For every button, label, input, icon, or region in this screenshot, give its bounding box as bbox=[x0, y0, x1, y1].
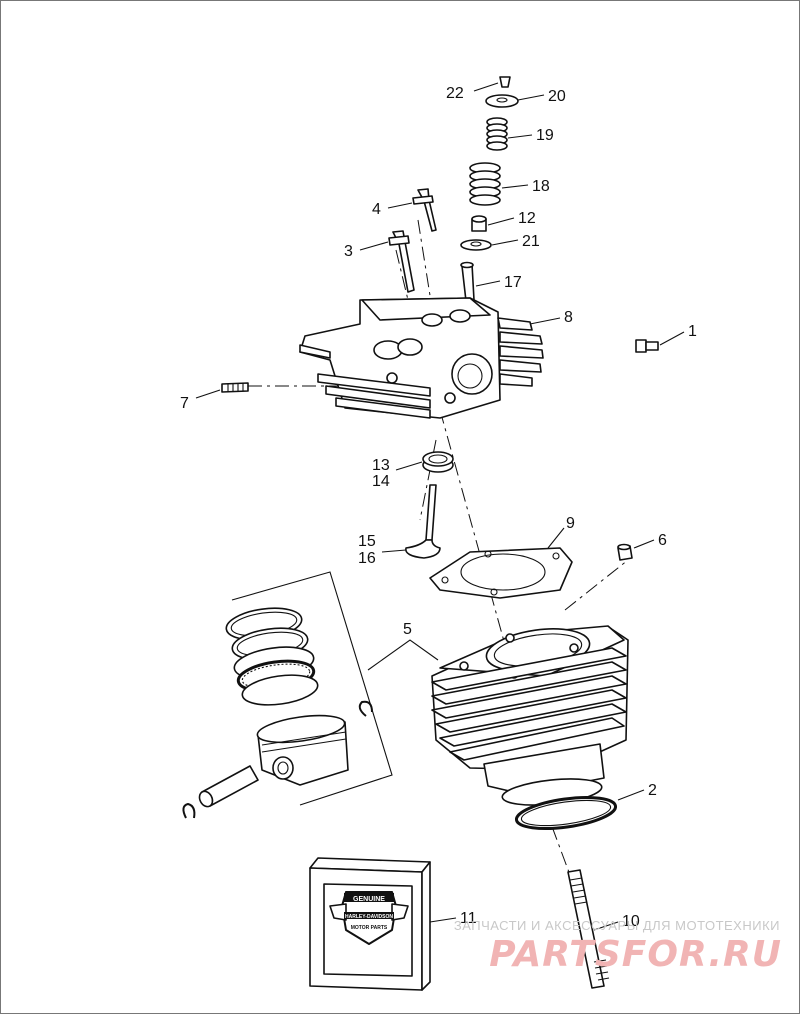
watermark: ЗАПЧАСТИ И АКСЕССУАРЫ ДЛЯ МОТОТЕХНИКИ PA… bbox=[454, 918, 782, 975]
part-3-valve bbox=[388, 230, 415, 293]
badge-top-text: GENUINE bbox=[353, 896, 385, 903]
part-21-spring-seat bbox=[460, 239, 492, 251]
part-2-o-ring bbox=[514, 795, 618, 831]
part-4-valve bbox=[412, 188, 437, 232]
part-10-stud bbox=[567, 869, 610, 989]
watermark-tagline: ЗАПЧАСТИ И АКСЕССУАРЫ ДЛЯ МОТОТЕХНИКИ bbox=[454, 918, 780, 933]
part-5-piston-kit bbox=[182, 571, 393, 819]
callout-8: 8 bbox=[564, 309, 573, 326]
callout-16: 16 bbox=[358, 550, 376, 567]
callout-10: 10 bbox=[622, 913, 640, 930]
part-6-dowel bbox=[617, 543, 633, 561]
part-13-14-valve-seat bbox=[422, 451, 454, 473]
part-22-valve-key bbox=[499, 76, 511, 88]
callout-18: 18 bbox=[532, 178, 550, 195]
part-12-valve-seal bbox=[471, 215, 487, 232]
part-17-valve-guide bbox=[460, 261, 475, 302]
badge-bottom-text: MOTOR PARTS bbox=[351, 925, 388, 931]
callout-7: 7 bbox=[180, 395, 189, 412]
part-1-bolt bbox=[635, 339, 659, 353]
callout-14: 14 bbox=[372, 473, 390, 490]
callout-17: 17 bbox=[504, 274, 522, 291]
callout-12: 12 bbox=[518, 210, 536, 227]
leader-lines bbox=[195, 82, 685, 931]
part-20-spring-retainer bbox=[485, 94, 519, 108]
badge-brand-text: HARLEY-DAVIDSON bbox=[345, 914, 393, 920]
callout-19: 19 bbox=[536, 127, 554, 144]
callout-13: 13 bbox=[372, 457, 390, 474]
callout-15: 15 bbox=[358, 533, 376, 550]
callout-22: 22 bbox=[446, 85, 464, 102]
callout-6: 6 bbox=[658, 532, 667, 549]
callout-9: 9 bbox=[566, 515, 575, 532]
watermark-brand: PARTSFOR.RU bbox=[489, 934, 782, 975]
cylinder bbox=[431, 625, 629, 806]
callout-1: 1 bbox=[688, 323, 697, 340]
part-18-outer-valve-spring bbox=[469, 162, 501, 206]
callout-labels: 22 20 19 18 4 12 3 21 17 8 1 7 13 14 9 1… bbox=[180, 85, 697, 930]
callout-20: 20 bbox=[548, 88, 566, 105]
part-8-cylinder-head bbox=[299, 297, 544, 419]
callout-2: 2 bbox=[648, 782, 657, 799]
callout-21: 21 bbox=[522, 233, 540, 250]
callout-4: 4 bbox=[372, 201, 381, 218]
callout-11: 11 bbox=[460, 910, 477, 927]
part-19-inner-valve-spring bbox=[486, 117, 508, 151]
part-7-stud bbox=[221, 382, 249, 393]
part-11-kit-box: GENUINE HARLEY-DAVIDSON MOTOR PARTS bbox=[309, 857, 431, 991]
callout-3: 3 bbox=[344, 243, 353, 260]
callout-5: 5 bbox=[403, 621, 412, 638]
part-9-head-gasket bbox=[429, 547, 573, 599]
part-15-16-valve bbox=[405, 484, 441, 559]
